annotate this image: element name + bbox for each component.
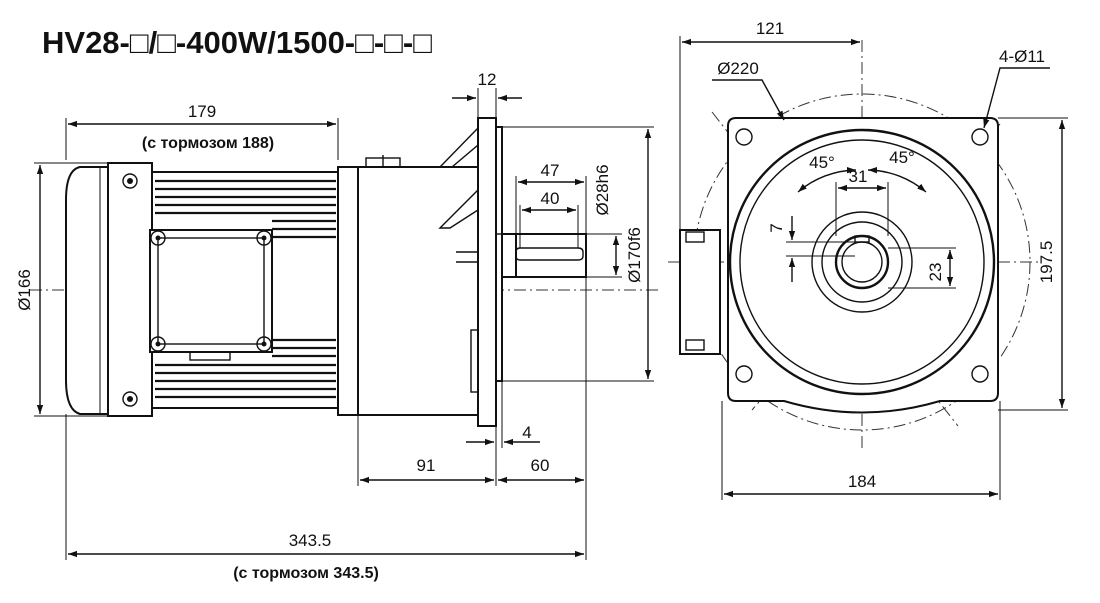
dim-motor-length: 179 xyxy=(188,102,216,121)
dim-key-width: 7 xyxy=(767,223,786,232)
dim-gear-length: 91 xyxy=(417,456,436,475)
dim-angle-right: 45° xyxy=(889,148,915,167)
dim-shaft-key-height: 31 xyxy=(849,167,868,186)
dim-shaft-offset: 23 xyxy=(926,263,945,282)
dim-center-offset: 121 xyxy=(756,19,784,38)
dim-shaft-diameter: Ø28h6 xyxy=(593,164,612,215)
dim-shaft-length: 47 xyxy=(541,161,560,180)
dim-total-length-note: (с тормозом 343.5) xyxy=(233,565,379,582)
dim-flange-gap: 4 xyxy=(522,423,531,442)
dim-flange-width: 184 xyxy=(848,472,876,491)
front-view: 121 Ø220 4-Ø11 45° 45° 31 7 23 197.5 xyxy=(668,19,1068,500)
dim-total-length: 343.5 xyxy=(289,531,332,550)
dim-pilot-diameter: Ø170f6 xyxy=(625,227,644,283)
dim-bolt-holes: 4-Ø11 xyxy=(999,47,1045,66)
model-title: HV28-□/□-400W/1500-□-□-□ xyxy=(42,25,432,60)
dim-flange-height: 197.5 xyxy=(1037,241,1056,284)
dim-key-length: 40 xyxy=(541,189,560,208)
dim-motor-diameter: Ø166 xyxy=(15,269,34,311)
dim-motor-length-note: (с тормозом 188) xyxy=(142,135,274,152)
dim-output-length: 60 xyxy=(531,456,550,475)
dim-flange-thickness: 12 xyxy=(478,70,497,89)
dim-pcd: Ø220 xyxy=(717,59,759,78)
side-view: 179 (с тормозом 188) 12 Ø166 47 40 Ø28h6… xyxy=(15,70,660,582)
dim-angle-left: 45° xyxy=(809,153,835,172)
